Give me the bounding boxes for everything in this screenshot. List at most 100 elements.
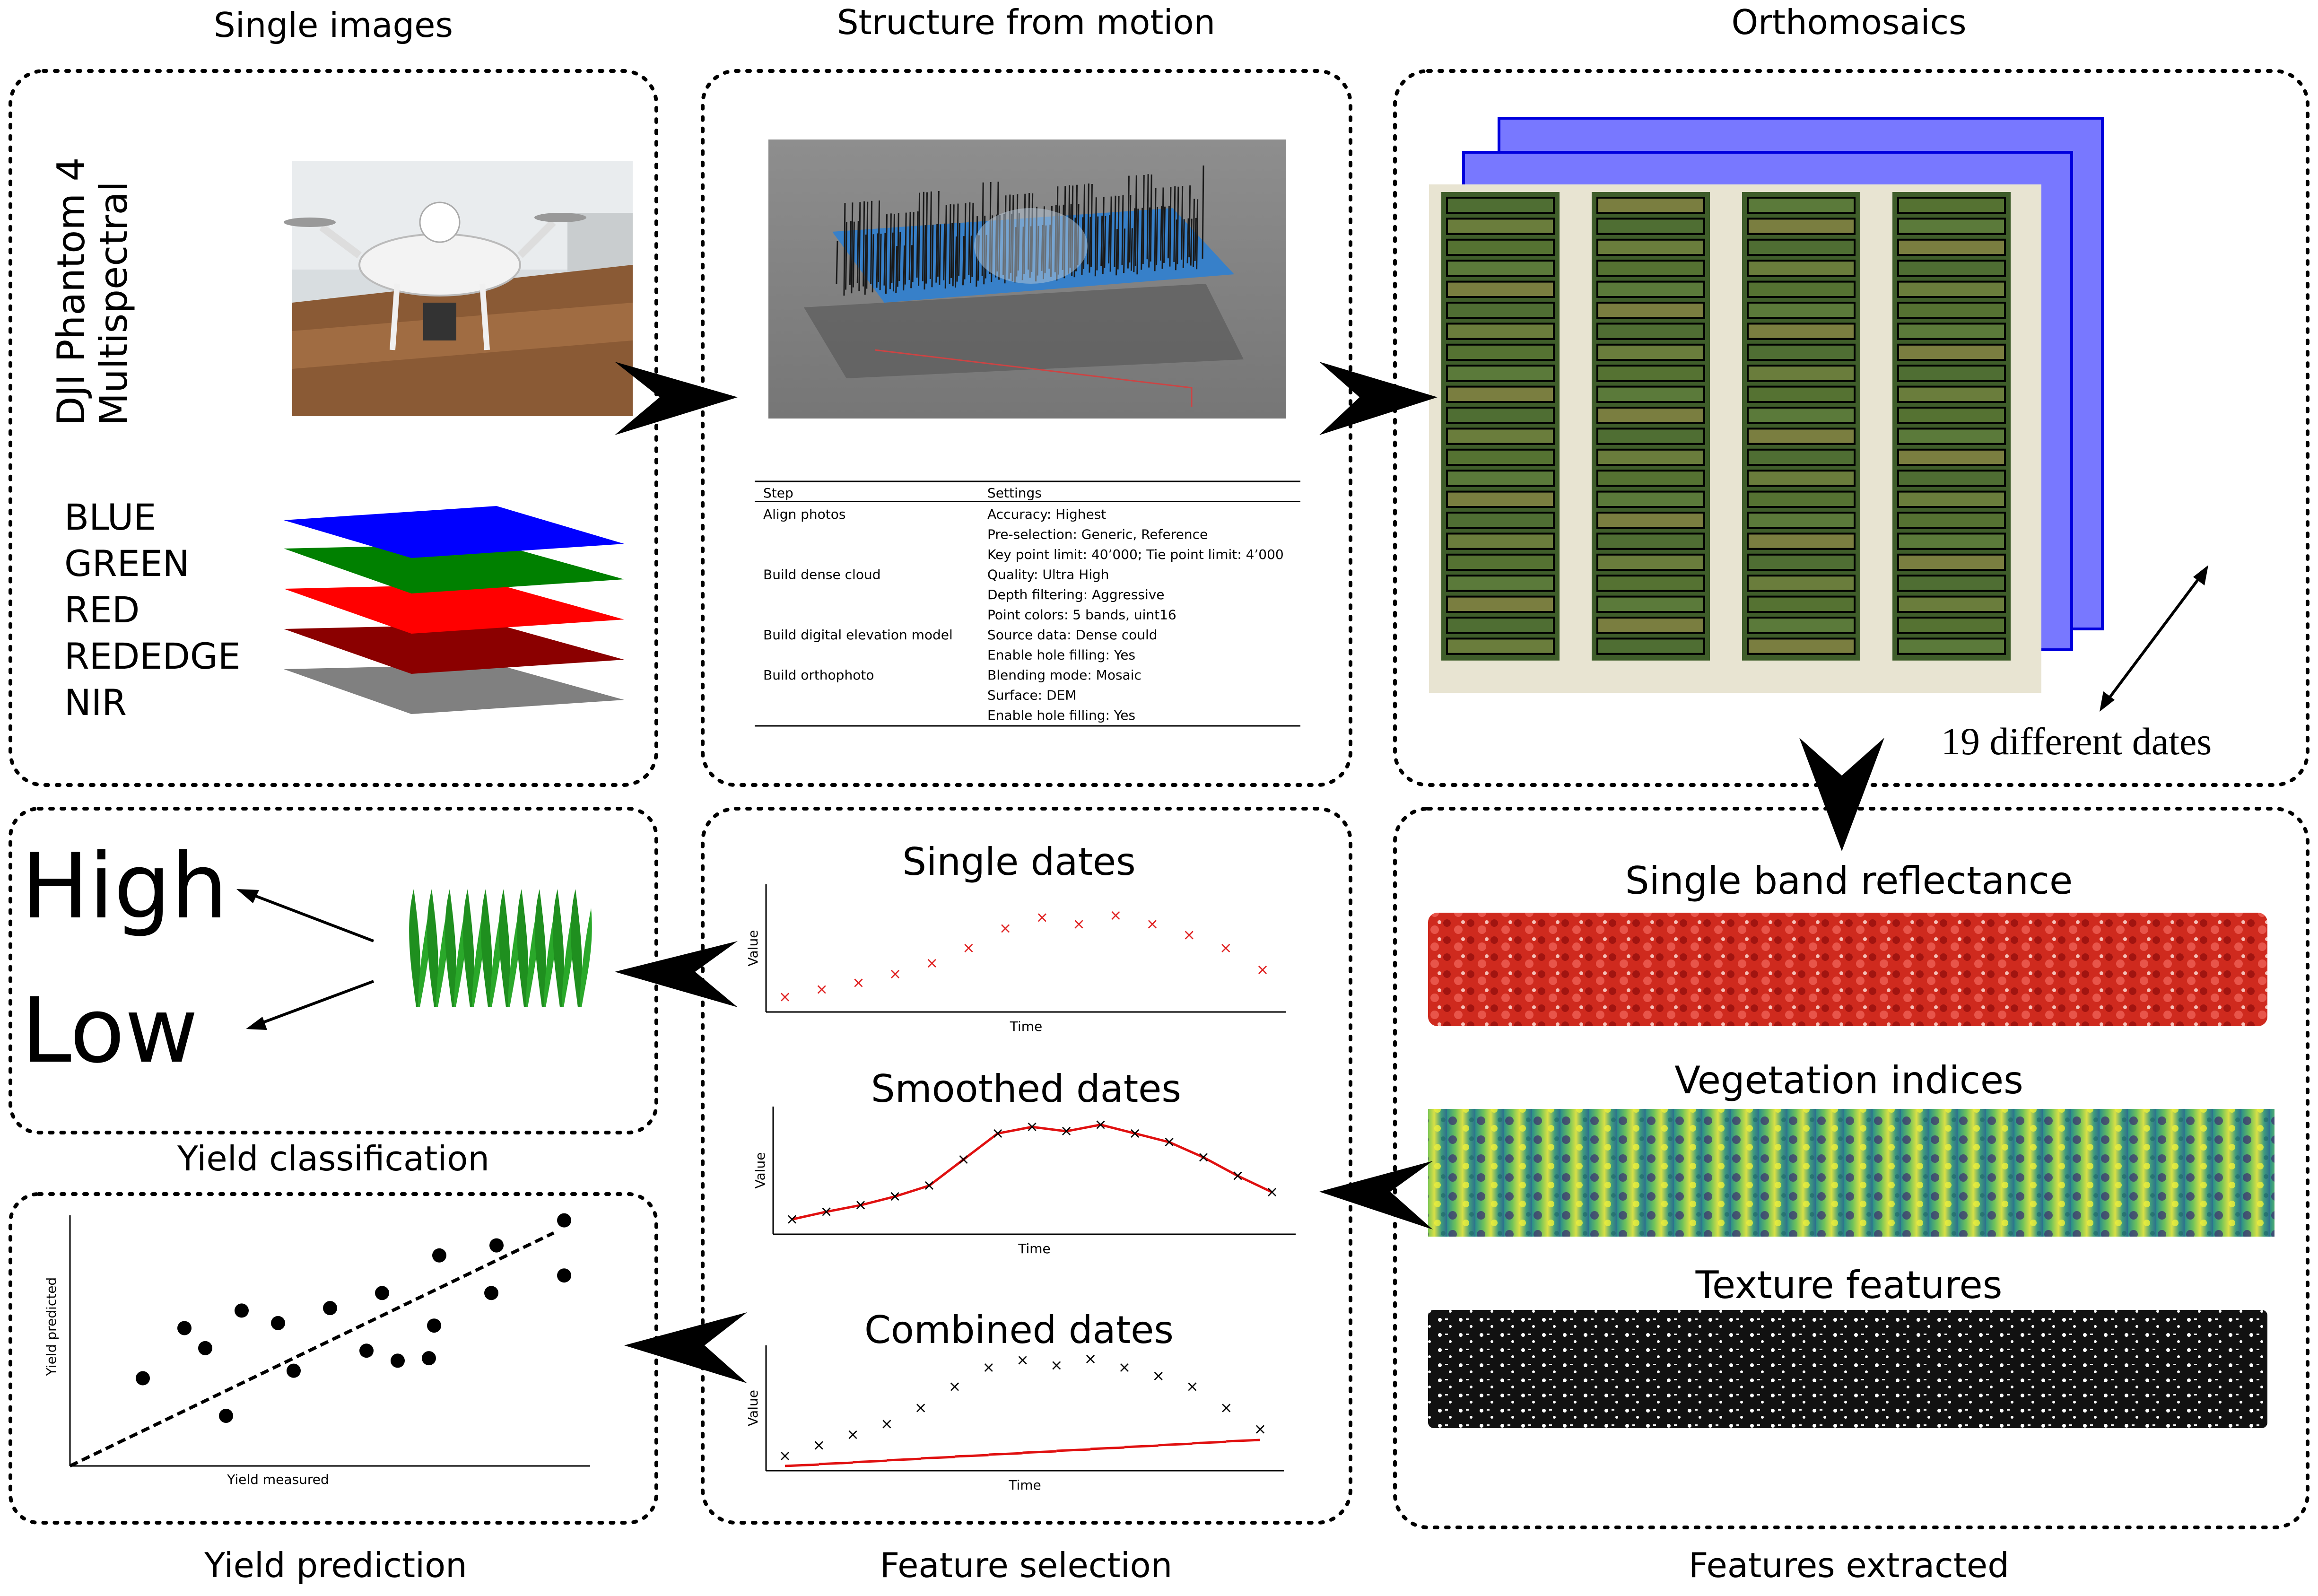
data-point-marker: × bbox=[1084, 1350, 1097, 1368]
point-cloud-spike bbox=[1163, 206, 1166, 263]
orthomosaic-plot bbox=[1596, 260, 1705, 277]
title-yield-prediction: Yield prediction bbox=[204, 1545, 467, 1585]
band-layer-blue bbox=[284, 506, 624, 558]
point-cloud-spike bbox=[962, 236, 965, 286]
arrowhead-high bbox=[236, 889, 259, 903]
plot-title-combined-dates: Combined dates bbox=[864, 1308, 1174, 1352]
point-cloud-spike bbox=[883, 233, 886, 286]
point-cloud-spike bbox=[943, 223, 946, 280]
orthomosaic-plot bbox=[1747, 427, 1856, 445]
point-cloud-spike bbox=[870, 201, 873, 284]
y-axis-label: Yield predicted bbox=[44, 1277, 59, 1376]
scatter-point bbox=[287, 1363, 301, 1378]
scatter-point bbox=[484, 1286, 498, 1300]
point-cloud-spike bbox=[1100, 215, 1103, 266]
point-cloud-spike bbox=[916, 211, 919, 278]
point-cloud-spike bbox=[845, 222, 847, 290]
data-point-marker: × bbox=[1254, 1420, 1267, 1438]
orthomosaic-plot bbox=[1897, 323, 2006, 340]
panel-yield-prediction bbox=[9, 1192, 658, 1525]
band-label-green: GREEN bbox=[64, 542, 190, 584]
point-cloud-spike bbox=[1129, 195, 1132, 263]
flow-arrow-ortho-to-features bbox=[1799, 738, 1884, 851]
combined-series-segment bbox=[887, 1457, 921, 1462]
texture-image bbox=[1428, 1310, 2267, 1428]
point-cloud-spike bbox=[1108, 215, 1111, 264]
point-cloud-spike bbox=[852, 221, 855, 288]
orthomosaic-plot bbox=[1897, 385, 2006, 403]
band-label-rededge: REDEDGE bbox=[64, 635, 241, 677]
data-point-marker: × bbox=[999, 919, 1012, 937]
table-step-cell: Build digital elevation model bbox=[763, 627, 953, 643]
orthomosaic-plot bbox=[1596, 595, 1705, 613]
orthomosaic-plot bbox=[1897, 512, 2006, 529]
table-settings-cell: Blending mode: Mosaic bbox=[987, 667, 1142, 683]
table-header-settings: Settings bbox=[987, 485, 1042, 501]
orthomosaic-plot bbox=[1596, 343, 1705, 361]
point-cloud-spike bbox=[929, 191, 932, 279]
orthomosaic-plot bbox=[1446, 448, 1555, 466]
table-header-step: Step bbox=[763, 485, 793, 501]
point-cloud-spike bbox=[843, 203, 846, 296]
data-point-marker: × bbox=[923, 1176, 936, 1194]
table-settings-cell: Enable hole filling: Yes bbox=[987, 647, 1135, 663]
table-step-cell: Build dense cloud bbox=[763, 567, 880, 583]
point-cloud-spike bbox=[924, 225, 926, 290]
data-point-marker: × bbox=[915, 1399, 927, 1417]
orthomosaic-plot bbox=[1446, 323, 1555, 340]
orthomosaic-plot bbox=[1446, 260, 1555, 277]
point-cloud-spike bbox=[1104, 216, 1107, 268]
point-cloud-spike bbox=[1167, 206, 1170, 259]
crop-leaf bbox=[481, 889, 493, 1007]
orthomosaic-plot bbox=[1747, 260, 1856, 277]
arrowhead-low bbox=[246, 1017, 267, 1030]
combined-series-segment bbox=[921, 1456, 955, 1460]
point-cloud-spike bbox=[1173, 186, 1176, 262]
data-point-marker: × bbox=[1163, 1133, 1176, 1151]
combined-series-segment bbox=[819, 1461, 853, 1465]
band-layers-stack bbox=[284, 506, 624, 714]
point-cloud-spike bbox=[1188, 185, 1191, 258]
point-cloud-spike bbox=[1186, 218, 1189, 263]
plot-title-single-dates: Single dates bbox=[902, 840, 1135, 884]
data-point-marker: × bbox=[812, 1436, 825, 1454]
table-settings-cell: Key point limit: 40’000; Tie point limit… bbox=[987, 547, 1284, 562]
orthomosaic-plot bbox=[1747, 617, 1856, 634]
data-point-marker: × bbox=[786, 1210, 799, 1228]
orthomosaic-plot bbox=[1897, 637, 2006, 655]
table-settings-cell: Point colors: 5 bands, uint16 bbox=[987, 607, 1176, 623]
crop-leaf bbox=[499, 889, 511, 1007]
point-cloud-spike bbox=[895, 246, 898, 293]
combined-series-segment bbox=[1056, 1448, 1091, 1452]
orthomosaic-plot bbox=[1446, 637, 1555, 655]
orthomosaic-plot bbox=[1747, 407, 1856, 424]
data-point-marker: × bbox=[889, 965, 902, 983]
table-settings-cell: Pre-selection: Generic, Reference bbox=[987, 527, 1208, 542]
orthomosaic-plot bbox=[1897, 302, 2006, 319]
data-point-marker: × bbox=[1266, 1183, 1279, 1201]
orthomosaic-plot bbox=[1897, 575, 2006, 592]
point-cloud-spike bbox=[876, 233, 879, 288]
y-axis-label: Value bbox=[752, 1152, 768, 1189]
data-point-marker: × bbox=[889, 1187, 901, 1205]
flow-arrow-features-to-selection bbox=[1319, 1161, 1433, 1230]
orthomosaic-plot bbox=[1596, 448, 1705, 466]
scatter-point bbox=[557, 1268, 571, 1283]
crop-leaf bbox=[580, 908, 592, 1007]
band-label-nir: NIR bbox=[64, 681, 127, 724]
orthomosaic-plot bbox=[1596, 637, 1705, 655]
point-cloud-spike bbox=[866, 201, 869, 289]
scatter-point bbox=[235, 1303, 249, 1318]
point-cloud-spike bbox=[1096, 216, 1099, 270]
crop-leaf bbox=[409, 889, 421, 1007]
point-cloud-spike bbox=[950, 223, 953, 278]
orthomosaic-plot bbox=[1446, 302, 1555, 319]
point-cloud-spike bbox=[956, 203, 959, 282]
combined-series-segment bbox=[784, 1463, 819, 1467]
orthomosaic-plot bbox=[1596, 218, 1705, 235]
orthomosaic-plot bbox=[1596, 512, 1705, 529]
crop-leaf bbox=[427, 889, 439, 1007]
point-cloud-spike bbox=[1150, 174, 1152, 262]
orthomosaic-plot bbox=[1897, 448, 2006, 466]
data-point-marker: × bbox=[820, 1202, 833, 1220]
